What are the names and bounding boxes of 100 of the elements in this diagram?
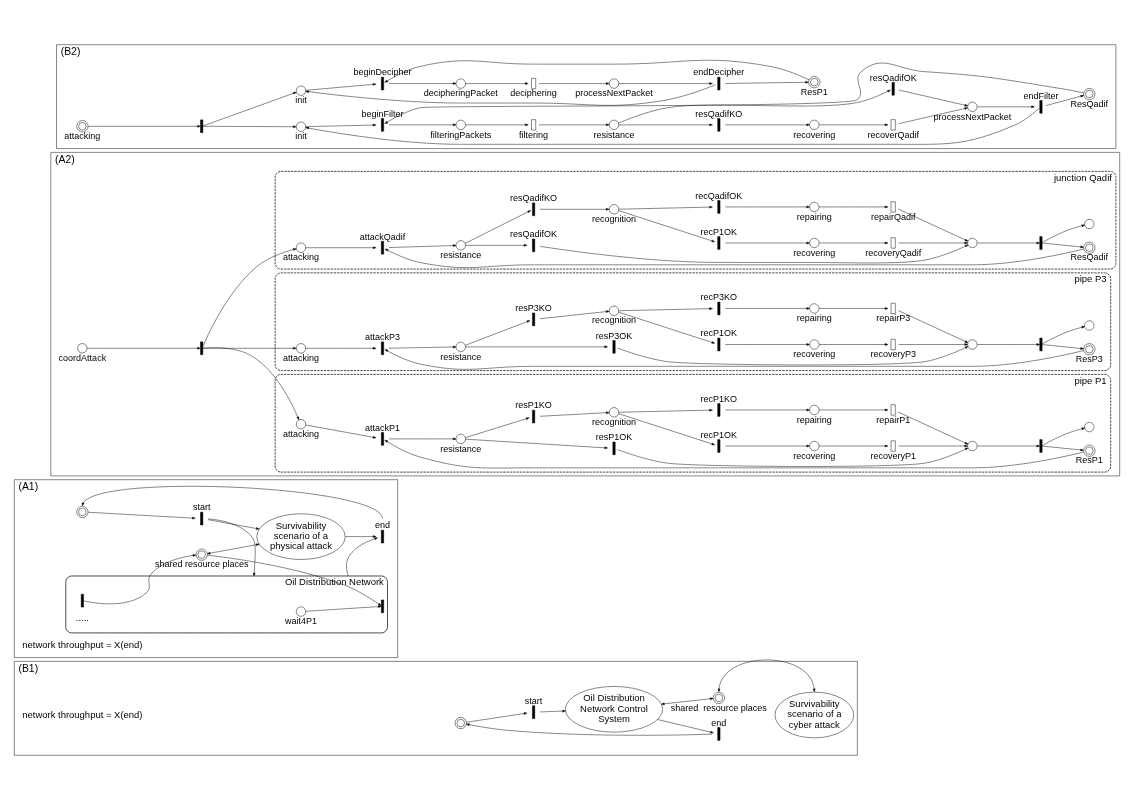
arrow	[818, 408, 889, 412]
node-label: recoveryQadif	[865, 247, 922, 258]
arrow	[388, 123, 457, 127]
node-circle	[455, 341, 466, 352]
node-bar	[717, 727, 721, 741]
node-box	[890, 119, 896, 131]
arrow	[207, 519, 260, 530]
arrow	[384, 62, 1084, 124]
node-bar	[381, 76, 384, 91]
node-label: ResP1	[800, 86, 828, 97]
node-label: resP1OK	[595, 432, 633, 443]
node-bar	[891, 82, 895, 96]
node-circle	[967, 441, 978, 451]
node-label: endFilter	[1023, 90, 1059, 101]
node-circle	[455, 240, 466, 251]
node-bar	[381, 341, 384, 355]
arrow	[388, 345, 457, 349]
arrow	[202, 347, 297, 350]
arrow	[725, 241, 810, 245]
node-bar	[381, 599, 384, 613]
node-label: resQadifKO	[510, 193, 558, 204]
node-box	[890, 404, 896, 416]
arrow	[202, 92, 297, 127]
node-label: recognition	[592, 315, 637, 326]
arrow	[977, 343, 1040, 346]
arrow	[1042, 344, 1084, 350]
node-label: shared resource places	[154, 559, 249, 570]
node-bar	[717, 200, 721, 214]
node-box	[890, 201, 896, 213]
arrow	[465, 417, 530, 438]
node-circle	[809, 119, 820, 130]
node-circle	[1084, 422, 1095, 432]
node-label: filteringPackets	[430, 129, 492, 140]
arrow	[725, 307, 810, 310]
node-label: recognition	[592, 417, 637, 427]
arrow	[617, 447, 969, 467]
arrow	[818, 123, 889, 127]
arrow	[725, 81, 809, 84]
arrow	[725, 444, 810, 448]
arrow	[305, 123, 377, 127]
node-label: init	[295, 131, 307, 142]
node-circle	[967, 238, 978, 248]
node-circle	[609, 305, 619, 316]
node-circle	[809, 238, 820, 248]
node-box	[890, 339, 896, 350]
arrow	[465, 345, 608, 349]
arrow	[818, 343, 889, 346]
arrow	[305, 84, 716, 106]
node-label: recP1OK	[700, 328, 738, 339]
arrow	[618, 408, 713, 413]
node-label: attackQadif	[359, 231, 406, 242]
arrow	[618, 413, 715, 446]
arrow	[977, 241, 1040, 245]
node-box	[890, 237, 896, 249]
arrow	[384, 439, 1084, 469]
arrow	[1041, 224, 1085, 243]
arrow	[617, 346, 969, 366]
node-label: decipheringPacket	[423, 88, 498, 99]
node-label: recoveryP1	[870, 450, 916, 461]
node-label: coordAttack	[58, 352, 107, 363]
node-label: recP1OK	[700, 429, 738, 440]
arrow	[717, 659, 816, 692]
arrow	[1041, 427, 1085, 446]
arrow	[1041, 326, 1085, 345]
arrow	[725, 408, 810, 412]
arrow	[87, 125, 201, 128]
node-label: attacking	[282, 252, 319, 263]
label: .....	[75, 612, 89, 624]
arrow	[305, 347, 377, 350]
arrow	[207, 518, 256, 577]
arrow	[898, 107, 968, 124]
arrow	[465, 320, 531, 346]
node-label: recP1KO	[700, 393, 738, 404]
node-label: ResQadif	[1070, 252, 1109, 263]
node-label: recovering	[793, 450, 836, 461]
arrow	[305, 107, 1040, 145]
arrow	[898, 343, 968, 346]
arrow	[465, 438, 608, 450]
arrow	[81, 486, 383, 519]
node-label: repairP1	[876, 414, 911, 425]
arrow	[725, 123, 810, 127]
node-label: recovering	[793, 129, 836, 140]
node-label: filtering	[519, 129, 549, 140]
node-circle	[1084, 219, 1095, 229]
node-label: repairP3	[876, 313, 911, 324]
arrow	[388, 82, 457, 85]
node-circle	[77, 343, 88, 354]
node-circle	[455, 78, 466, 89]
node-label: recovering	[793, 247, 836, 258]
node-label: recP1OK	[700, 226, 738, 237]
arrow	[539, 411, 610, 417]
node-label: resistance	[440, 443, 482, 454]
node-label: recoveryP3	[870, 349, 916, 360]
node-bar	[381, 118, 384, 132]
node-label: recP3KO	[700, 292, 738, 303]
node-circle	[609, 407, 619, 418]
node-circle	[609, 78, 619, 89]
arrow	[305, 83, 377, 91]
node-circle	[609, 119, 619, 130]
node-circle	[809, 405, 820, 415]
